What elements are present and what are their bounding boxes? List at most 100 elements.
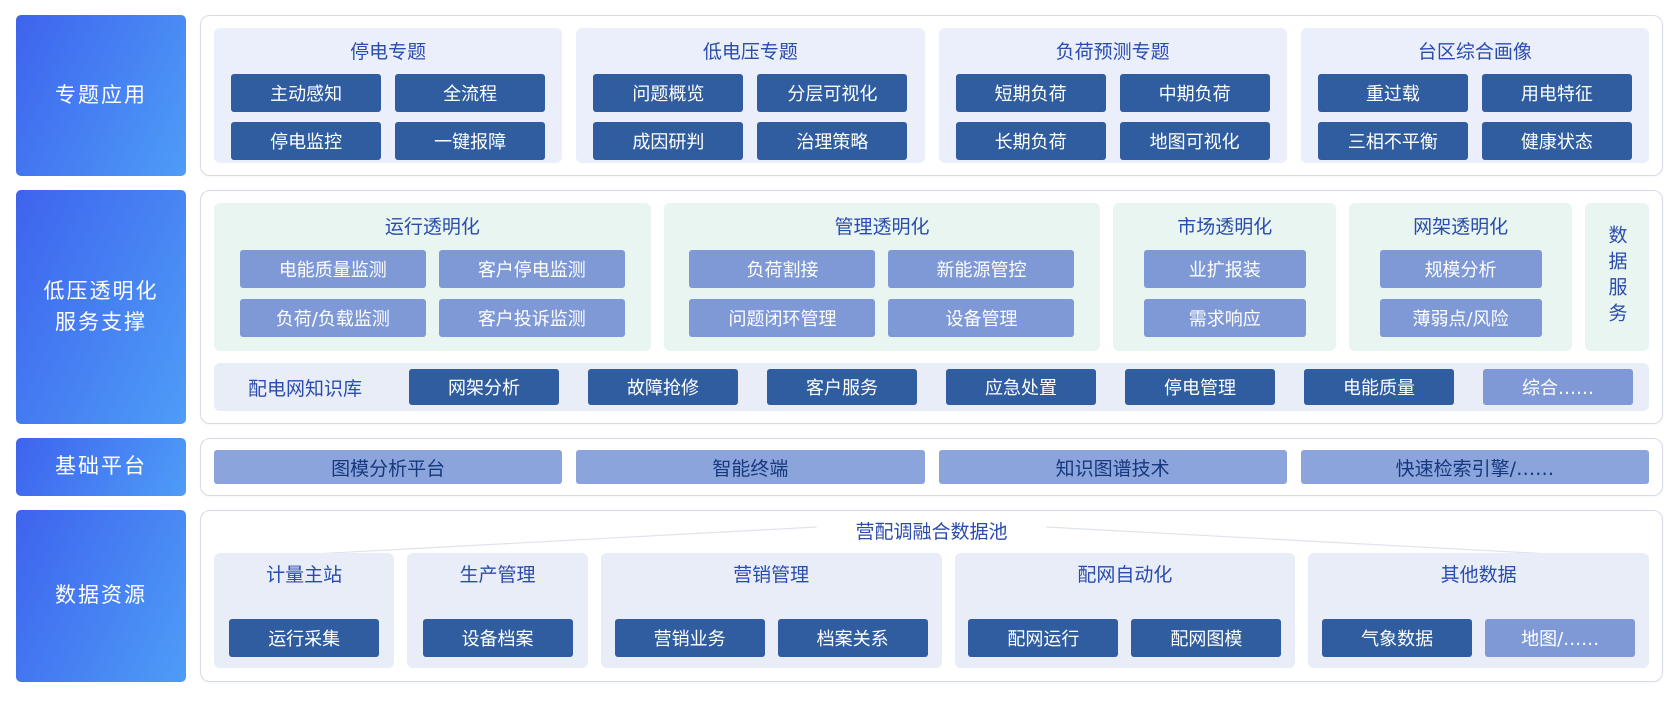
topic-chip[interactable]: 地图可视化 <box>1119 122 1270 160</box>
topic-chip[interactable]: 问题概览 <box>593 74 744 112</box>
knowledge-base-label: 配电网知识库 <box>247 377 362 400</box>
topic-chip[interactable]: 用电特征 <box>1481 74 1632 112</box>
panel-low-voltage-topic: 低电压专题 问题概览 分层可视化 成因研判 治理策略 <box>576 28 925 163</box>
knowledge-chip[interactable]: 网架分析 <box>409 369 559 405</box>
panel-title: 负荷预测专题 <box>1055 41 1170 63</box>
knowledge-chip[interactable]: 停电管理 <box>1125 369 1275 405</box>
panel-chip-row: 配网运行 配网图模 <box>968 619 1282 657</box>
panel-title: 低电压专题 <box>702 41 798 63</box>
band-platform: 基础平台 图模分析平台 智能终端 知识图谱技术 快速检索引擎/…… <box>16 438 1663 496</box>
data-pool-title-text: 营配调融合数据池 <box>841 521 1022 543</box>
transparency-chip[interactable]: 设备管理 <box>888 299 1075 337</box>
knowledge-chip[interactable]: 客户服务 <box>767 369 917 405</box>
knowledge-chip-more[interactable]: 综合…… <box>1483 369 1633 405</box>
topic-chip[interactable]: 停电监控 <box>231 122 382 160</box>
resource-chip[interactable]: 营销业务 <box>614 619 765 657</box>
topic-chip[interactable]: 三相不平衡 <box>1317 122 1468 160</box>
transparency-chip[interactable]: 问题闭环管理 <box>689 299 876 337</box>
transparency-chip[interactable]: 新能源管控 <box>888 250 1075 288</box>
resource-chip[interactable]: 气象数据 <box>1322 619 1473 657</box>
topic-chip[interactable]: 全流程 <box>395 74 546 112</box>
transparency-chip[interactable]: 需求响应 <box>1143 299 1306 337</box>
sidebar-label-text: 数据资源 <box>55 583 147 608</box>
sidebar-label-text: 基础平台 <box>55 454 147 479</box>
panel-chip-grid: 电能质量监测 客户停电监测 负荷/负载监测 客户投诉监测 <box>239 250 625 337</box>
transparency-chip[interactable]: 客户停电监测 <box>438 250 625 288</box>
sidebar-label-transparency: 低压透明化 服务支撑 <box>16 190 186 424</box>
panel-title: 台区综合画像 <box>1417 41 1532 63</box>
sidebar-label-platform: 基础平台 <box>16 438 186 496</box>
resource-chip[interactable]: 配网图模 <box>1131 619 1282 657</box>
panel-chip-grid: 短期负荷 中期负荷 长期负荷 地图可视化 <box>955 74 1270 160</box>
resource-chip[interactable]: 档案关系 <box>777 619 928 657</box>
platform-chip[interactable]: 图模分析平台 <box>214 450 563 484</box>
panel-title: 停电专题 <box>350 41 427 63</box>
transparency-chip[interactable]: 业扩报装 <box>1143 250 1306 288</box>
band-topic-apps: 专题应用 停电专题 主动感知 全流程 停电监控 一键报障 低电压专题 问题概览 … <box>16 15 1663 176</box>
panel-title: 市场透明化 <box>1177 216 1273 238</box>
panel-load-forecast-topic: 负荷预测专题 短期负荷 中期负荷 长期负荷 地图可视化 <box>938 28 1287 163</box>
topic-chip[interactable]: 分层可视化 <box>757 74 908 112</box>
panel-title: 生产管理 <box>459 564 536 586</box>
topic-chip[interactable]: 中期负荷 <box>1119 74 1270 112</box>
topic-chip[interactable]: 治理策略 <box>757 122 908 160</box>
panel-chip-grid: 主动感知 全流程 停电监控 一键报障 <box>231 74 546 160</box>
resource-chip-more[interactable]: 地图/…… <box>1485 619 1636 657</box>
data-service-label: 数据服务 <box>1605 225 1628 329</box>
transparency-chip[interactable]: 薄弱点/风险 <box>1379 299 1542 337</box>
transparency-chip[interactable]: 电能质量监测 <box>239 250 426 288</box>
platform-container: 图模分析平台 智能终端 知识图谱技术 快速检索引擎/…… <box>200 438 1663 496</box>
panel-distribution-automation: 配网自动化 配网运行 配网图模 <box>954 553 1296 668</box>
panel-chip-row: 设备档案 <box>422 619 573 657</box>
transparency-chip[interactable]: 客户投诉监测 <box>438 299 625 337</box>
platform-chip[interactable]: 快速检索引擎/…… <box>1300 450 1649 484</box>
resource-chip[interactable]: 配网运行 <box>968 619 1119 657</box>
panel-station-profile-topic: 台区综合画像 重过载 用电特征 三相不平衡 健康状态 <box>1300 28 1649 163</box>
topic-apps-container: 停电专题 主动感知 全流程 停电监控 一键报障 低电压专题 问题概览 分层可视化… <box>200 15 1663 176</box>
panel-title: 配网自动化 <box>1077 564 1173 586</box>
transparency-panels-row: 运行透明化 电能质量监测 客户停电监测 负荷/负载监测 客户投诉监测 管理透明化… <box>214 203 1649 351</box>
panel-data-service: 数据服务 <box>1585 203 1649 351</box>
resource-chip[interactable]: 设备档案 <box>422 619 573 657</box>
resource-chip[interactable]: 运行采集 <box>229 619 380 657</box>
knowledge-chip[interactable]: 应急处置 <box>946 369 1096 405</box>
topic-chip[interactable]: 短期负荷 <box>955 74 1106 112</box>
panel-metering-station: 计量主站 运行采集 <box>214 553 395 668</box>
data-pool-title: 营配调融合数据池 <box>214 519 1649 545</box>
panel-title: 营销管理 <box>733 564 810 586</box>
panel-title: 网架透明化 <box>1413 216 1509 238</box>
panel-grid-transparency: 网架透明化 规模分析 薄弱点/风险 <box>1349 203 1572 351</box>
panel-chip-grid: 重过载 用电特征 三相不平衡 健康状态 <box>1317 74 1632 160</box>
topic-chip[interactable]: 一键报障 <box>395 122 546 160</box>
panel-chip-grid: 负荷割接 新能源管控 问题闭环管理 设备管理 <box>689 250 1075 337</box>
transparency-chip[interactable]: 负荷/负载监测 <box>239 299 426 337</box>
panel-title: 其他数据 <box>1440 564 1517 586</box>
platform-chip[interactable]: 知识图谱技术 <box>938 450 1287 484</box>
topic-chip[interactable]: 重过载 <box>1317 74 1468 112</box>
panel-chip-grid: 业扩报装 需求响应 <box>1143 250 1306 337</box>
knowledge-chip[interactable]: 电能质量 <box>1304 369 1454 405</box>
panel-management-transparency: 管理透明化 负荷割接 新能源管控 问题闭环管理 设备管理 <box>663 203 1101 351</box>
transparency-chip[interactable]: 负荷割接 <box>689 250 876 288</box>
transparency-chip[interactable]: 规模分析 <box>1379 250 1542 288</box>
panel-chip-grid: 规模分析 薄弱点/风险 <box>1379 250 1542 337</box>
platform-chip[interactable]: 智能终端 <box>576 450 925 484</box>
topic-chip[interactable]: 健康状态 <box>1481 122 1632 160</box>
panel-chip-grid: 问题概览 分层可视化 成因研判 治理策略 <box>593 74 908 160</box>
band-transparency: 低压透明化 服务支撑 运行透明化 电能质量监测 客户停电监测 负荷/负载监测 客… <box>16 190 1663 424</box>
panel-chip-row: 气象数据 地图/…… <box>1322 619 1636 657</box>
topic-chip[interactable]: 长期负荷 <box>955 122 1106 160</box>
topic-chip[interactable]: 主动感知 <box>231 74 382 112</box>
panel-marketing-management: 营销管理 营销业务 档案关系 <box>600 553 942 668</box>
knowledge-base-bar: 配电网知识库 网架分析 故障抢修 客户服务 应急处置 停电管理 电能质量 综合…… <box>214 363 1649 411</box>
data-resources-container: 营配调融合数据池 计量主站 运行采集 生产管理 设备档案 营销管理 <box>200 510 1663 682</box>
knowledge-chip[interactable]: 故障抢修 <box>588 369 738 405</box>
sidebar-label-line2: 服务支撑 <box>55 310 147 334</box>
panel-chip-row: 营销业务 档案关系 <box>614 619 928 657</box>
panel-operation-transparency: 运行透明化 电能质量监测 客户停电监测 负荷/负载监测 客户投诉监测 <box>214 203 651 351</box>
data-resource-panels-row: 计量主站 运行采集 生产管理 设备档案 营销管理 营销业务 档案关系 <box>214 553 1649 668</box>
sidebar-label-line1: 低压透明化 <box>43 278 159 303</box>
panel-market-transparency: 市场透明化 业扩报装 需求响应 <box>1113 203 1337 351</box>
topic-chip[interactable]: 成因研判 <box>593 122 744 160</box>
